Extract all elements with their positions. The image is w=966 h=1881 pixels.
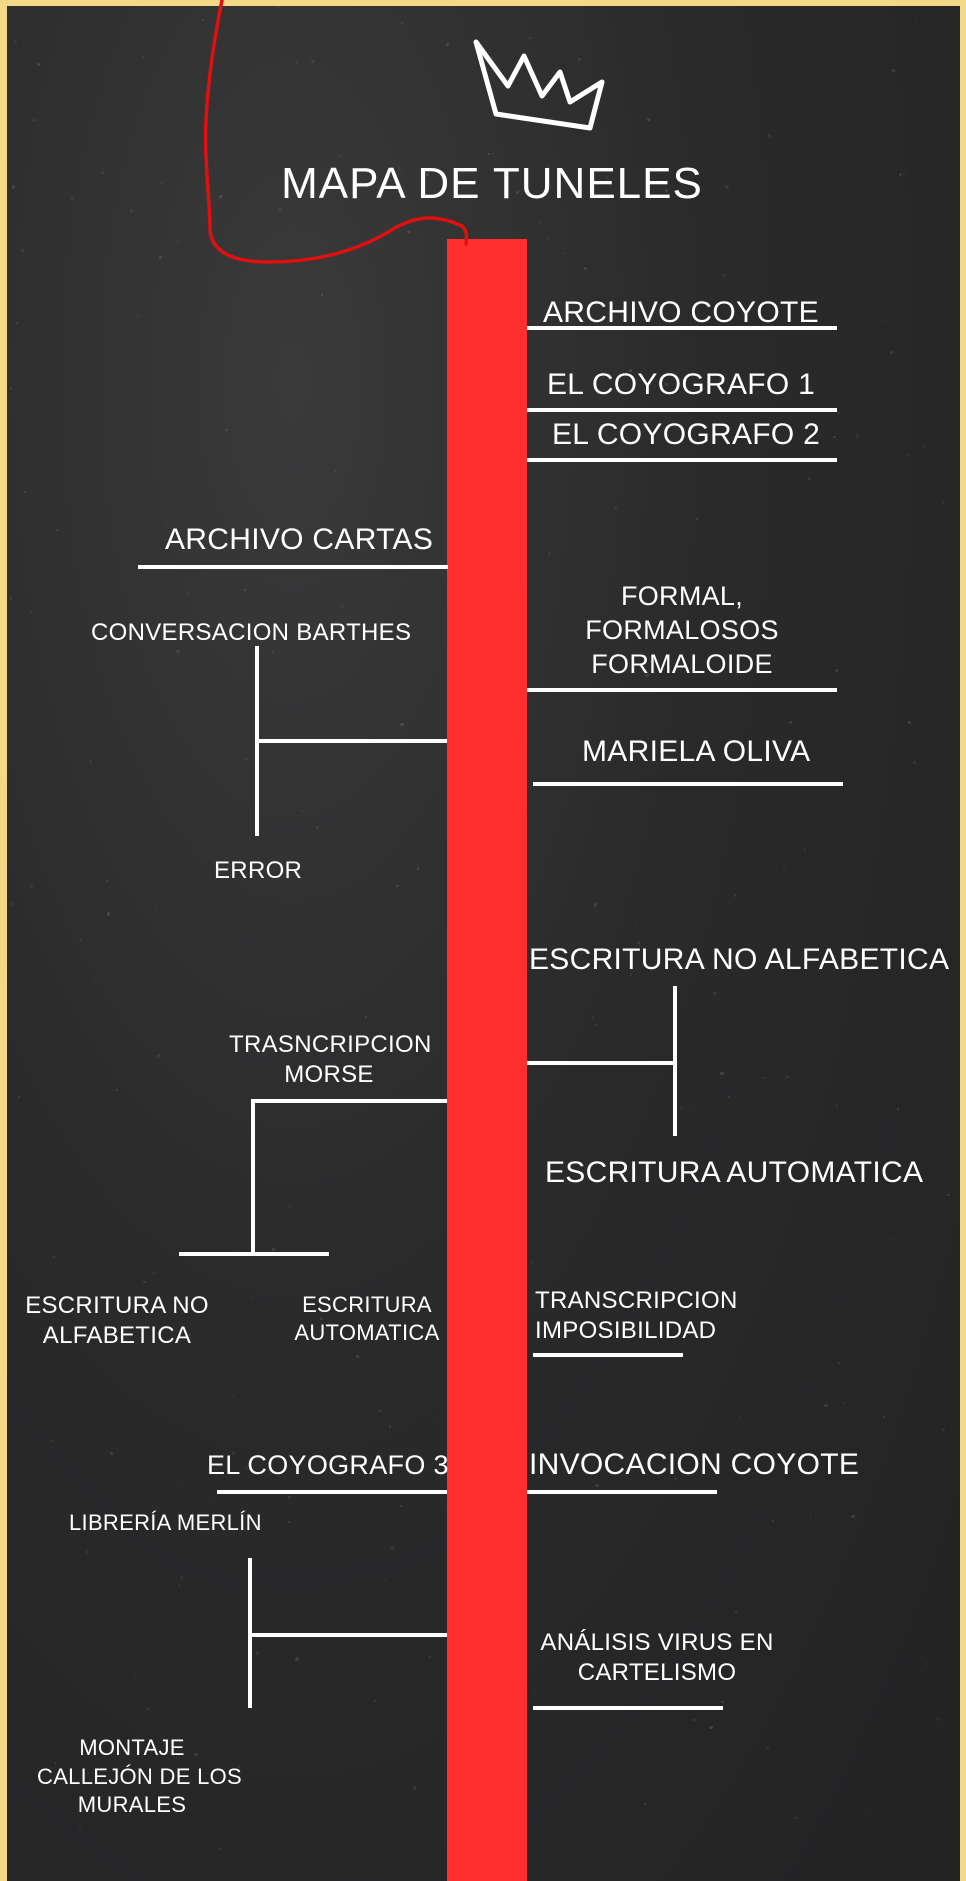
node-invocacion-coyote: INVOCACION COYOTE — [529, 1448, 860, 1481]
node-el-coyografo-2: EL COYOGRAFO 2 — [552, 418, 821, 451]
node-trasncripcion-morse: TRASNCRIPCION MORSE — [229, 1031, 432, 1088]
node-montaje: MONTAJE CALLEJÓN DE LOS MURALES — [37, 1735, 243, 1818]
central-trunk — [447, 239, 527, 1881]
connector-line — [217, 1490, 447, 1494]
branch-bracket — [673, 986, 677, 1136]
node-escritura-automatica-left: ESCRITURA AUTOMATICA — [294, 1292, 440, 1345]
branch-bracket — [251, 1099, 255, 1256]
node-mariela-oliva: MARIELA OLIVA — [582, 735, 811, 768]
connector-line — [527, 408, 837, 412]
node-transcripcion-imposibilidad: TRANSCRIPCION IMPOSIBILIDAD — [535, 1287, 738, 1344]
branch-line — [527, 1061, 675, 1065]
node-archivo-cartas: ARCHIVO CARTAS — [165, 523, 434, 556]
crown-icon — [473, 39, 605, 131]
node-analisis-virus: ANÁLISIS VIRUS EN CARTELISMO — [540, 1629, 774, 1686]
node-error: ERROR — [214, 857, 303, 884]
node-archivo-coyote: ARCHIVO COYOTE — [543, 296, 819, 329]
node-escritura-no-alfabetica-right: ESCRITURA NO ALFABETICA — [529, 943, 950, 976]
node-escritura-no-alfabetica-left: ESCRITURA NO ALFABETICA — [25, 1292, 209, 1349]
node-libreria-merlin: LIBRERÍA MERLÍN — [69, 1510, 262, 1535]
branch-line — [250, 1633, 447, 1637]
connector-line — [138, 565, 448, 569]
node-escritura-automatica-right: ESCRITURA AUTOMATICA — [545, 1156, 924, 1189]
branch-line — [257, 739, 447, 743]
connector-line — [533, 1706, 723, 1710]
page-title: MAPA DE TUNELES — [281, 159, 703, 208]
node-conversacion-barthes: CONVERSACION BARTHES — [91, 619, 412, 646]
connector-line — [527, 458, 837, 462]
connector-line — [527, 1490, 717, 1494]
connector-line — [533, 1353, 683, 1357]
branch-line — [251, 1099, 447, 1103]
connector-line — [533, 782, 843, 786]
node-el-coyografo-1: EL COYOGRAFO 1 — [547, 368, 816, 401]
node-el-coyografo-3: EL COYOGRAFO 3 — [207, 1450, 449, 1480]
diagram-board: MAPA DE TUNELES ARCHIVO COYOTE EL COYOGR… — [7, 6, 960, 1881]
connector-line — [527, 688, 837, 692]
branch-line — [179, 1252, 329, 1256]
node-formal: FORMAL, FORMALOSOS FORMALOIDE — [585, 581, 779, 679]
connector-line — [527, 326, 837, 330]
